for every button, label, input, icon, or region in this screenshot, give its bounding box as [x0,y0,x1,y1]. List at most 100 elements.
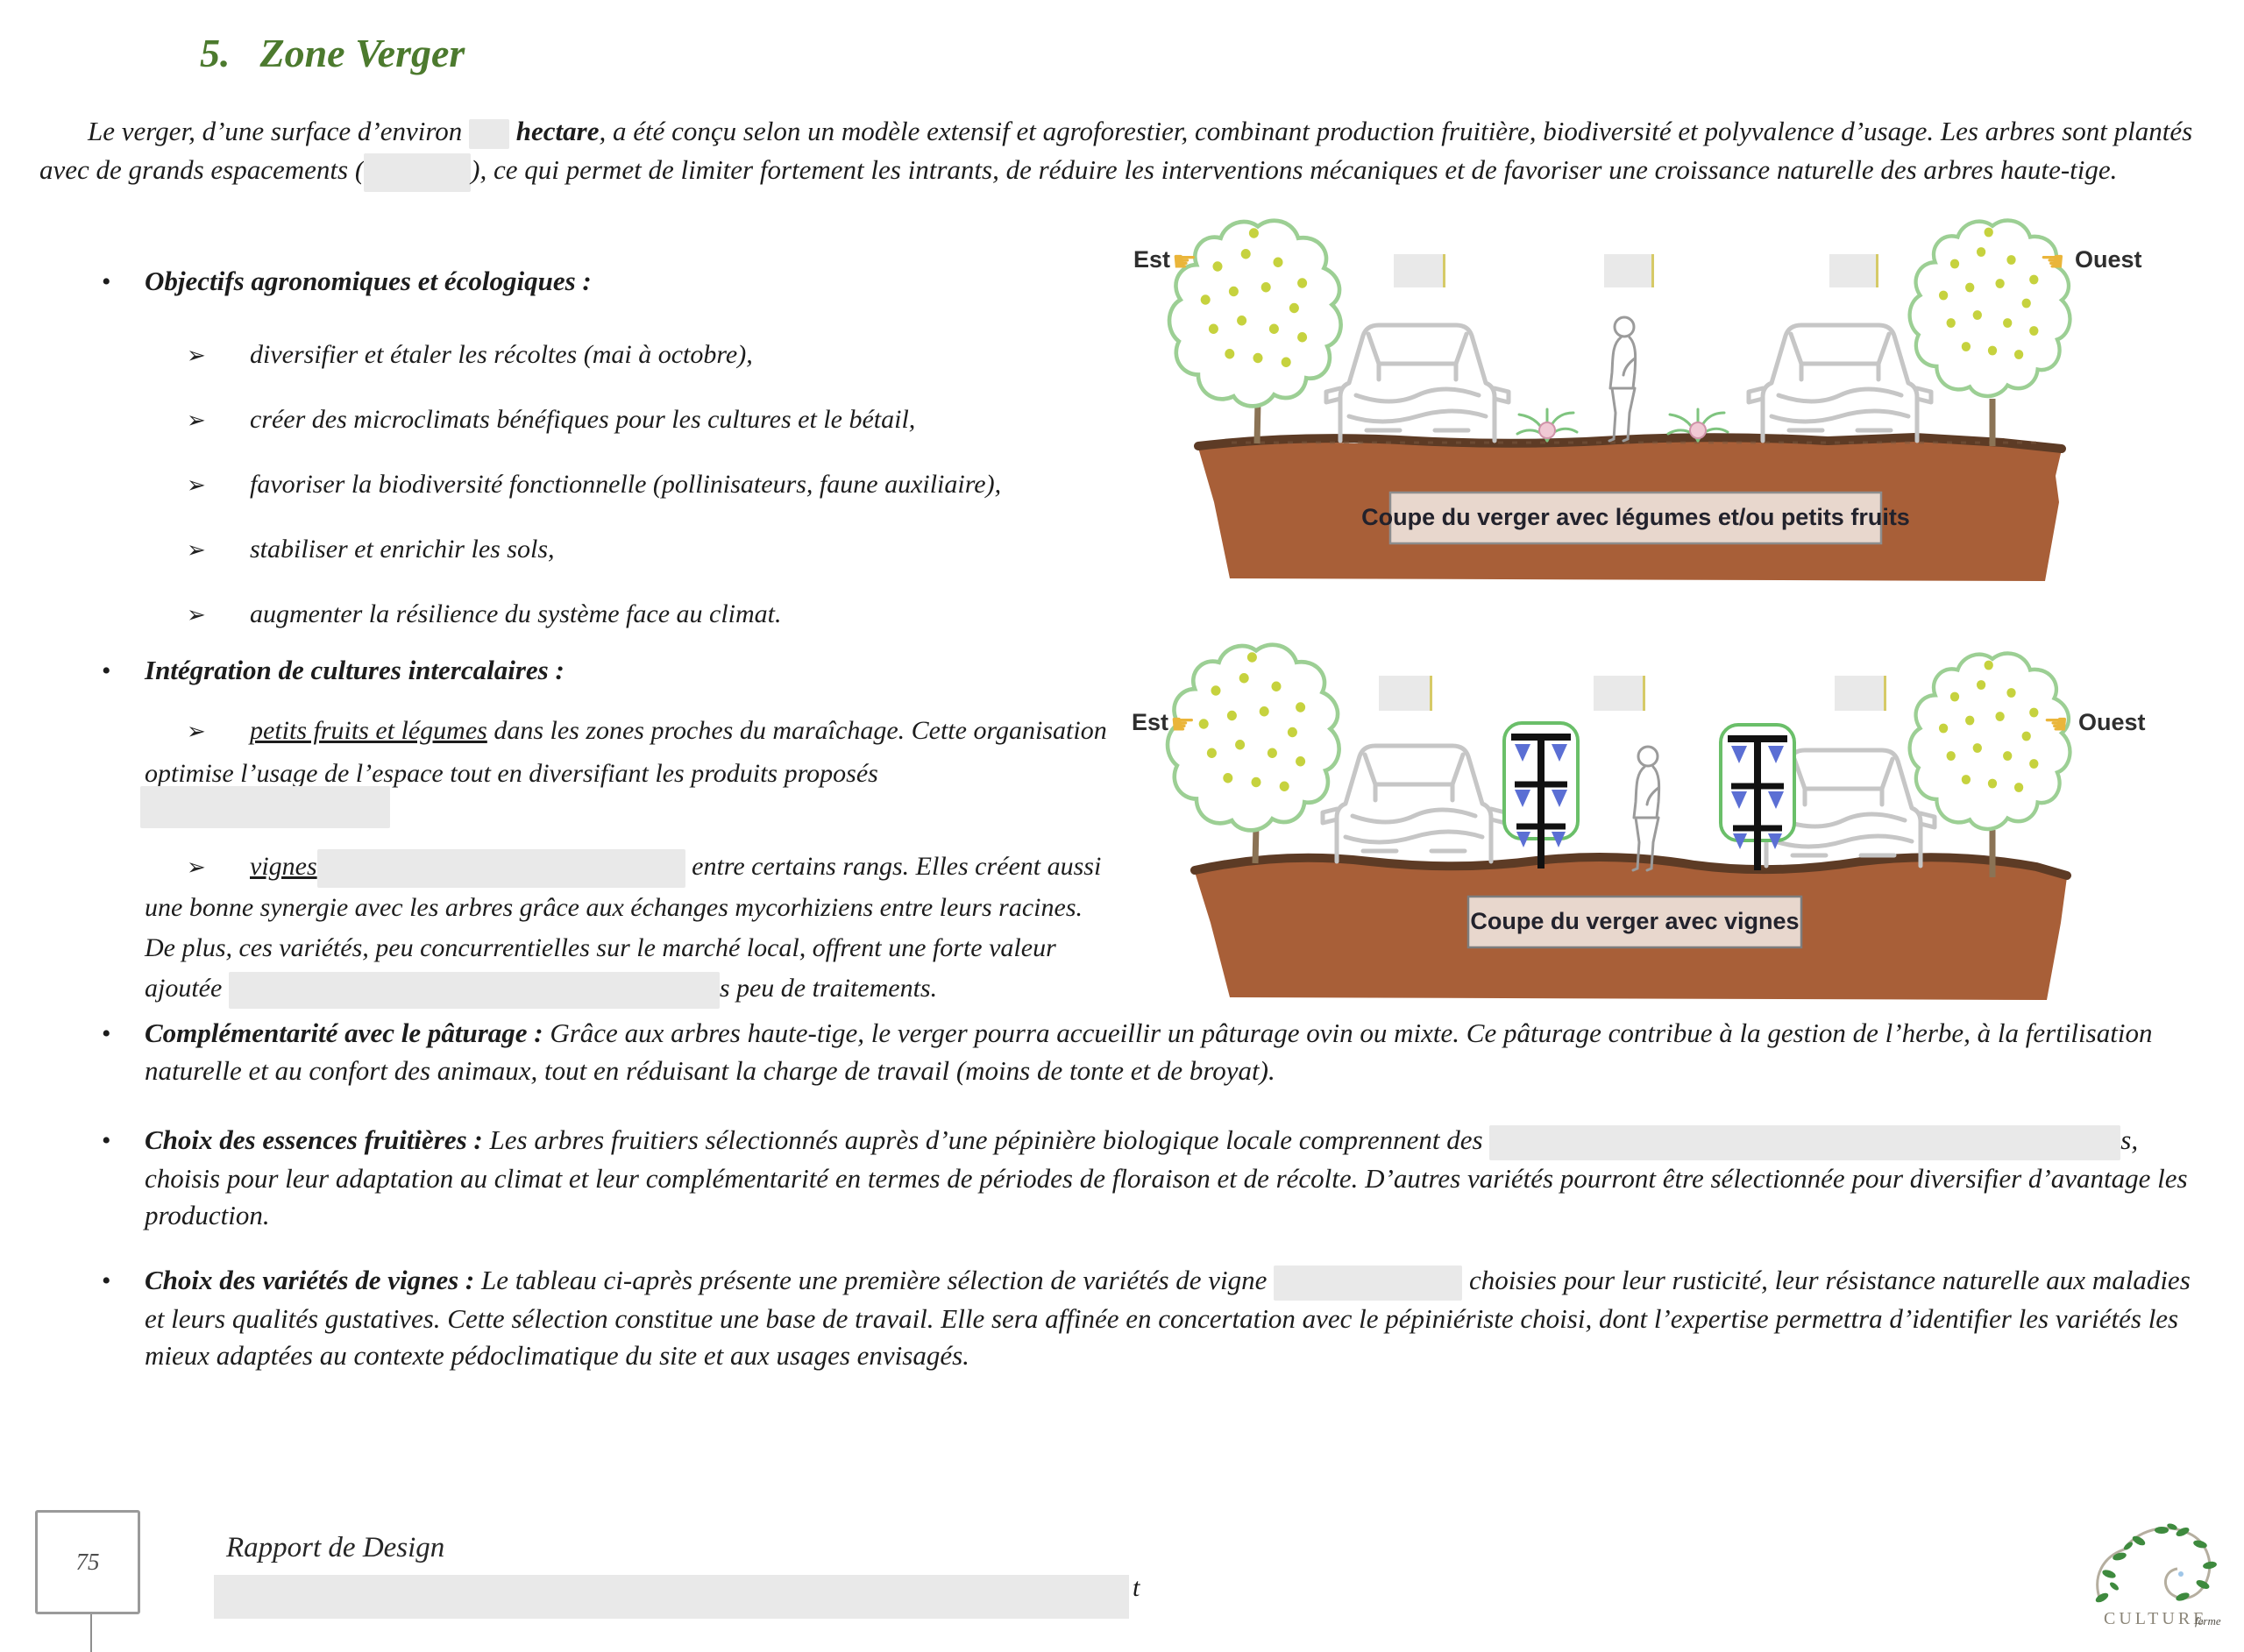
arrow-bullet-icon: ➢ [187,854,206,881]
redaction [140,786,390,828]
sub-item: ➢ augmenter la résilience du système face… [145,593,1122,636]
diagram-caption: Coupe du verger avec légumes et/ou petit… [1361,504,1910,530]
sub-item-text: dans les zones proches du maraîchage. Ce… [145,716,1107,788]
bullet-vignes-label: Choix des variétés de vignes : [145,1265,475,1295]
bullet-vignes-text: Le tableau ci-après présente une premièr… [474,1265,1275,1295]
sub-item-underlined: vignes [250,852,317,881]
car-outline [1326,325,1509,441]
tree-trunk [1252,826,1260,864]
arrow-bullet-icon: ➢ [187,472,206,499]
bullet-dot: • [102,1126,111,1155]
redaction [316,849,685,889]
bullet-objectifs-label: Objectifs agronomiques et écologiques : [145,266,592,296]
bullet-dot: • [102,267,111,296]
vine-accent-dot [2178,1571,2184,1577]
bullet-vignes: • Choix des variétés de vignes : Le table… [102,1262,2212,1374]
est-label: Est [1133,246,1170,273]
bullet-paturage-label: Complémentarité avec le pâturage : [145,1017,543,1048]
bullet-essences-label: Choix des essences fruitières : [145,1124,483,1155]
redaction [228,972,720,1010]
page-number-tail-line [90,1614,92,1652]
section-title: Zone Verger [259,31,465,75]
sub-item: ➢ stabiliser et enrichir les sols, [145,528,1122,571]
logo-brand-text: CULTURE [2104,1609,2207,1628]
report-title: Rapport de Design [226,1532,445,1563]
person-figure [1631,745,1661,872]
sub-item-petits-fruits: ➢ petits fruits et légumes dans les zones… [145,710,1119,794]
vine-trellis [1504,723,1578,869]
section-number: 5. [200,31,231,75]
bullet-intercalaires: • Intégration de cultures intercalaires : [102,652,1144,690]
bullet-dot: • [102,1019,111,1048]
est-label: Est [1132,709,1168,735]
orchard-cross-section-legumes: Est ☛ ☚ Ouest Coupe du verger avec légum… [1133,213,2142,581]
page-number: 75 [75,1549,100,1575]
intro-text: ), ce qui permet de limiter fortement le… [471,154,2118,185]
sub-item: ➢ favoriser la biodiversité fonctionnelle… [145,464,1122,507]
sub-item-text: entre certains rangs. Elles créent aussi… [145,852,1102,1003]
redaction [364,152,472,192]
arrow-bullet-icon: ➢ [187,602,206,628]
sub-item-text: s peu de traitements. [719,974,938,1003]
pointing-hand-icon: ☛ [1172,245,1197,278]
culture-logo: CULTURE ferme [2095,1523,2221,1628]
intro-text: , a été conçu selon un modèle extensif e… [39,116,2193,185]
redaction [1379,676,1886,711]
sub-item-text: favoriser la biodiversité fonctionnelle … [250,470,1002,499]
sub-item-text: stabiliser et enrichir les sols, [250,535,555,564]
page-number-box: 75 [35,1510,140,1614]
diagram-caption: Coupe du verger avec vignes [1470,908,1799,934]
bullet-paturage-text: Grâce aux arbres haute-tige, le verger p… [145,1017,2153,1086]
sub-item: ➢ créer des microclimats bénéfiques pour … [145,399,1122,442]
bullet-essences: • Choix des essences fruitières : Les arb… [102,1122,2212,1234]
orchard-cross-section-vignes: Est ☛ ☚ Ouest Coupe du verger avec vigne… [1132,642,2146,1000]
pointing-hand-icon: ☛ [1170,707,1196,741]
redaction [214,1575,1129,1619]
intro-bold-hectare: hectare [515,116,600,146]
vine-trellis [1721,725,1794,870]
redaction [1394,254,1878,287]
sub-item-text: créer des microclimats bénéfiques pour l… [250,405,916,434]
bullet-essences-text: Les arbres fruitiers sélectionnés auprès… [482,1124,1490,1155]
bullet-vignes-text: choisies pour leur rusticité, leur résis… [145,1265,2191,1371]
intro-paragraph: Le verger, d’une surface d’environ hecta… [39,112,2212,192]
logo-tagline: ferme [2195,1614,2221,1627]
arrow-bullet-icon: ➢ [187,719,206,745]
redaction [469,118,510,149]
pointing-hand-icon: ☚ [2043,707,2069,741]
vine-stem [2096,1527,2212,1601]
caption-box [1466,895,1803,949]
page-title: 5. Zone Verger [200,30,465,76]
sub-item-text: diversifier et étaler les récoltes (mai … [250,340,753,369]
car-outline [1749,325,1931,441]
vine-leaves [2095,1523,2217,1603]
ouest-label: Ouest [2075,246,2142,273]
bullet-dot: • [102,1266,111,1295]
tree-trunk [1253,401,1261,444]
bullet-paturage: • Complémentarité avec le pâturage : Grâc… [102,1015,2212,1089]
bullet-intercalaires-label: Intégration de cultures intercalaires : [145,655,565,685]
berry-bush [1516,408,1579,443]
bullet-dot: • [102,656,111,685]
caption-box [1388,491,1883,545]
pointing-hand-icon: ☚ [2040,245,2065,278]
arrow-bullet-icon: ➢ [187,343,206,369]
ouest-label: Ouest [2078,709,2146,735]
car-outline [1323,746,1505,861]
soil-top-edge [1190,853,2071,880]
bullet-objectifs: • Objectifs agronomiques et écologiques : [102,263,1144,301]
sub-item-vignes: ➢ vignes entre certains rangs. Elles crée… [145,847,1119,1010]
arrow-bullet-icon: ➢ [187,408,206,434]
redaction [1274,1265,1463,1301]
person-figure [1608,316,1637,443]
sub-item: ➢ diversifier et étaler les récoltes (mai… [145,334,1122,377]
sub-item-text: augmenter la résilience du système face … [250,599,782,628]
sub-item-underlined: petits fruits et légumes [250,716,487,745]
soil-top-edge [1194,432,2066,453]
bullet-essences-text: s, choisis pour leur adaptation au clima… [145,1124,2188,1230]
footer-text-fragment: t [1133,1573,1140,1602]
fruit-tree [1910,653,2070,829]
arrow-bullet-icon: ➢ [187,537,206,564]
redaction [1489,1124,2121,1160]
